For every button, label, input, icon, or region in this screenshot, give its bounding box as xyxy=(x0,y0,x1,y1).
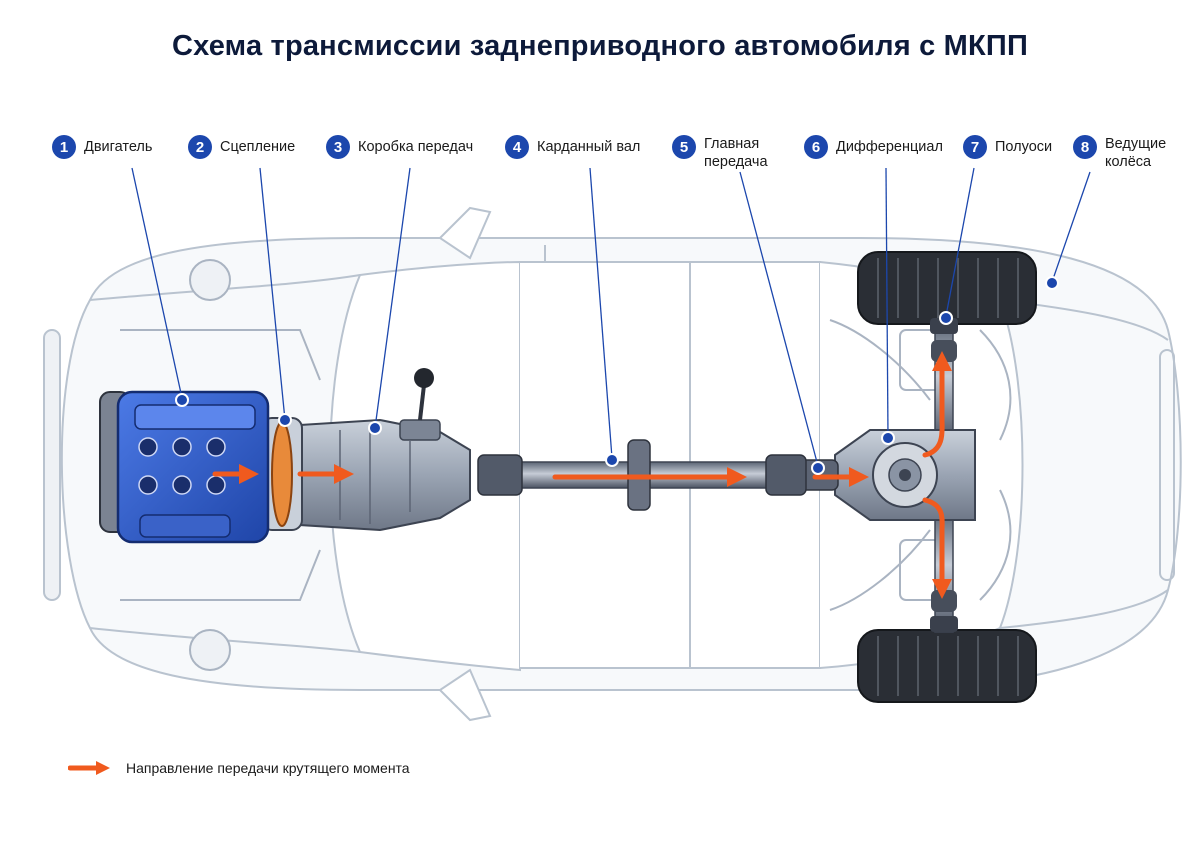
callout-labels: 1 Двигатель 2 Сцепление 3 Коробка переда… xyxy=(0,0,1200,200)
wheel-rear-right xyxy=(857,629,1037,703)
leader-lines xyxy=(131,167,1091,467)
front-strut-top xyxy=(189,259,231,301)
callout-number: 3 xyxy=(326,135,350,159)
callout-number: 4 xyxy=(505,135,529,159)
callout-label: Коробка передач xyxy=(358,139,474,155)
callout-label: передача xyxy=(704,154,768,170)
callout-axle-shafts: 7 Полуоси xyxy=(963,135,1052,159)
gearbox xyxy=(299,368,471,532)
gear-knob xyxy=(414,368,434,388)
u-joint-rear xyxy=(765,454,807,496)
page-title: Схема трансмиссии заднеприводного автомо… xyxy=(171,30,1029,62)
callout-number: 7 xyxy=(963,135,987,159)
torque-flow xyxy=(212,351,952,599)
legend-arrow-icon xyxy=(68,761,110,775)
callout-engine: 1 Двигатель xyxy=(52,135,152,159)
callout-drive-wheels: 8 Ведущие колёса xyxy=(1073,135,1166,171)
callout-label: Сцепление xyxy=(220,139,296,155)
mirror-right xyxy=(438,668,492,722)
torque-arrow-axle-up xyxy=(922,351,952,458)
differential-housing xyxy=(799,429,976,521)
callout-number: 8 xyxy=(1073,135,1097,159)
callout-label: колёса xyxy=(1105,154,1152,170)
rear-bumper xyxy=(1159,349,1175,581)
callout-label: Главная xyxy=(704,136,760,152)
gear-lever xyxy=(418,384,426,421)
callout-label: Дифференциал xyxy=(836,139,943,155)
callout-number: 6 xyxy=(804,135,828,159)
callout-final-drive: 5 Главная передача xyxy=(672,135,768,171)
front-strut-bottom xyxy=(189,629,231,671)
leader-dots xyxy=(175,276,1059,475)
callout-differential: 6 Дифференциал xyxy=(804,135,943,159)
callout-label: Полуоси xyxy=(995,139,1053,155)
u-joint-front xyxy=(477,454,523,496)
callout-number: 2 xyxy=(188,135,212,159)
trunk-line-lower xyxy=(999,589,1169,629)
callout-driveshaft: 4 Карданный вал xyxy=(505,135,640,159)
hood-line-lower xyxy=(89,627,361,653)
hood-line xyxy=(89,274,361,301)
mirror-left xyxy=(438,206,492,260)
engine xyxy=(99,390,270,544)
callout-clutch: 2 Сцепление xyxy=(188,135,295,159)
clutch xyxy=(261,417,303,531)
legend: Направление передачи крутящего момента xyxy=(68,760,410,776)
callout-label: Карданный вал xyxy=(537,139,641,155)
callout-label: Двигатель xyxy=(84,139,153,155)
torque-arrow-axle-down xyxy=(922,497,952,599)
front-bumper xyxy=(43,329,61,601)
callout-number: 1 xyxy=(52,135,76,159)
front-suspension xyxy=(120,259,321,671)
legend-text: Направление передачи крутящего момента xyxy=(126,760,410,776)
callout-label: Ведущие xyxy=(1105,136,1167,152)
callout-gearbox: 3 Коробка передач xyxy=(326,135,473,159)
callout-number: 5 xyxy=(672,135,696,159)
